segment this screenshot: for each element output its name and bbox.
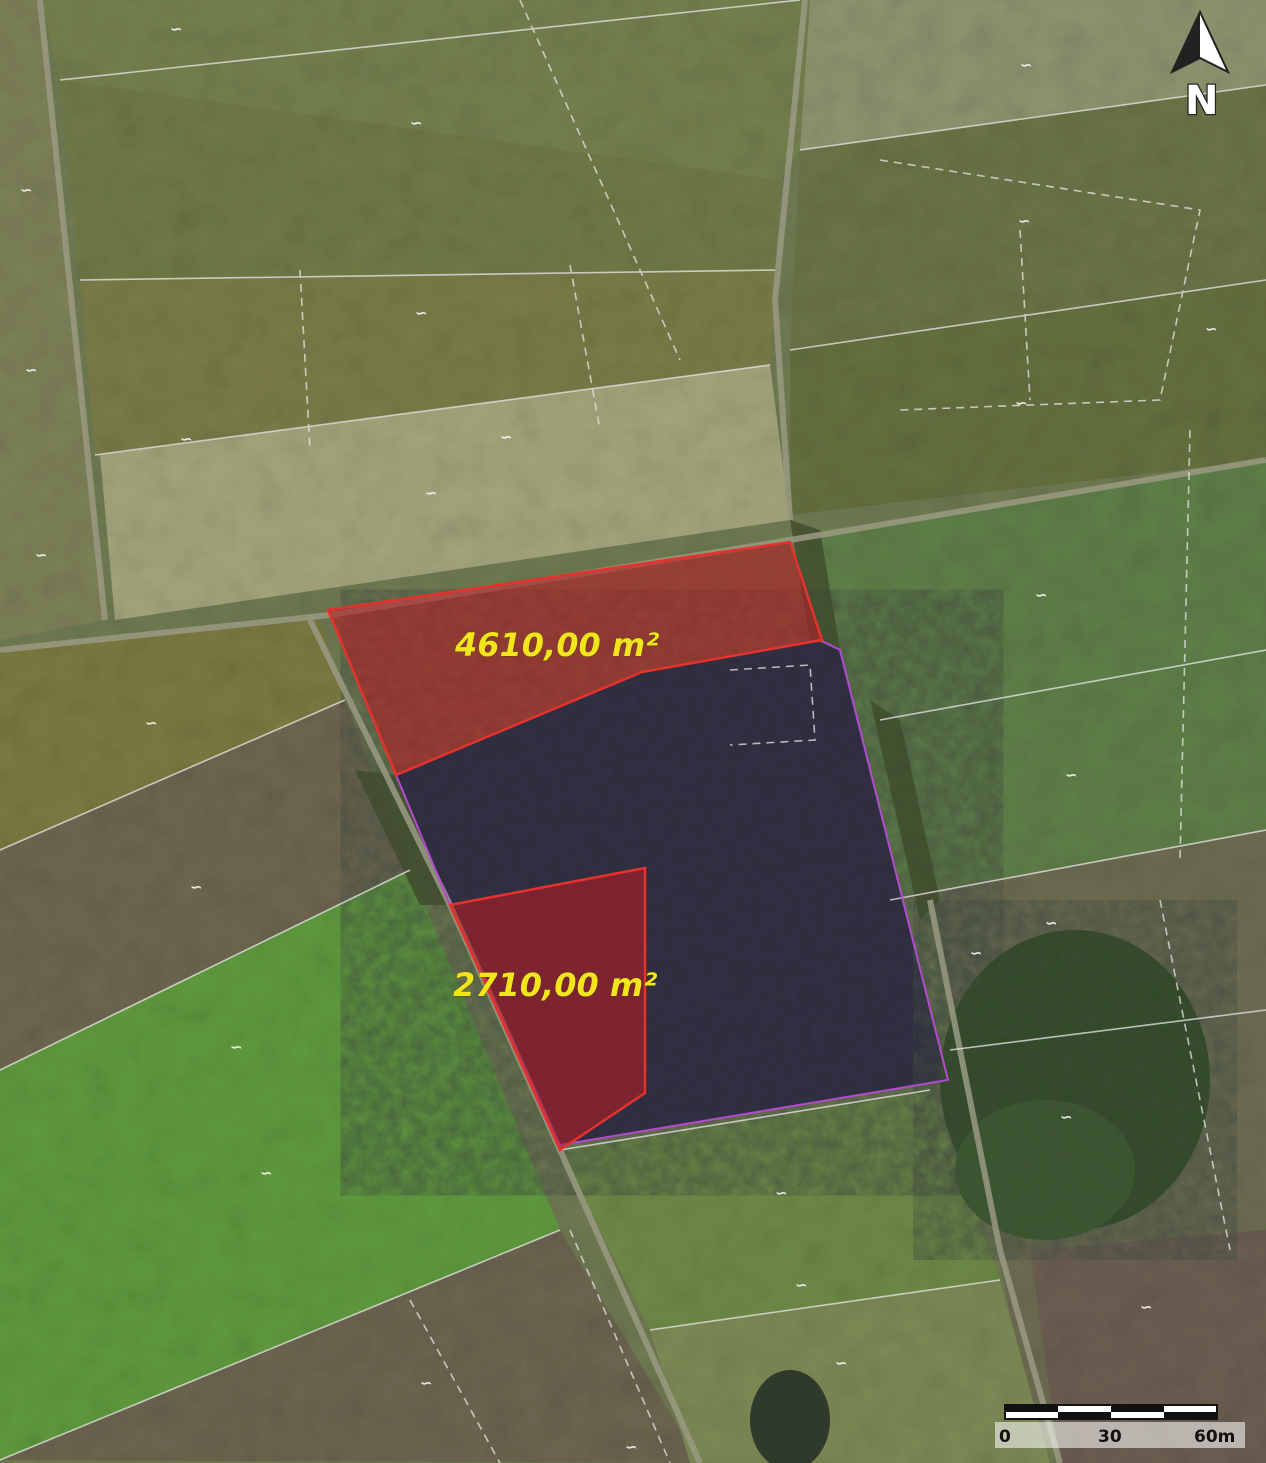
parcel-south-highlight[interactable] (448, 866, 647, 1152)
field-east-middle (790, 280, 1266, 515)
field-west-1 (0, 620, 345, 850)
parcel-north-highlight[interactable] (326, 540, 824, 777)
parcel-number-mark: ∽ (1045, 914, 1058, 932)
field-northeast (790, 85, 1266, 350)
parcel-number-mark: ∽ (1018, 212, 1031, 230)
parcel-number-mark: ∽ (190, 878, 203, 896)
parcel-number-mark: ∽ (835, 1354, 848, 1372)
parcel-number-mark: ∽ (170, 20, 183, 38)
field-west-strip (0, 0, 105, 640)
scale-bar: 0 30 60m (995, 1404, 1245, 1448)
parcel-number-mark: ∽ (420, 1374, 433, 1392)
parcel-number-mark: ∽ (625, 1438, 638, 1456)
field-east-green (810, 460, 1266, 900)
tree-lines (355, 520, 940, 920)
parcel-number-mark: ∽ (500, 428, 513, 446)
parcel-number-mark: ∽ (410, 114, 423, 132)
field-southwest-green (0, 870, 560, 1460)
parcel-number-mark: ∽ (1140, 1298, 1153, 1316)
field-north-2 (60, 80, 780, 280)
parcel-number-mark: ∽ (35, 546, 48, 564)
scale-label-60m: 60m (1194, 1427, 1235, 1447)
field-central (80, 270, 775, 455)
parcel-number-mark: ∽ (230, 1038, 243, 1056)
field-stubble (100, 365, 790, 620)
field-south-light (650, 1280, 1050, 1463)
north-arrow-letter: N (1185, 78, 1218, 124)
field-south-central (560, 1090, 1000, 1330)
parcel-number-mark: ∽ (1015, 394, 1028, 412)
parcel-number-mark: ∽ (425, 484, 438, 502)
field-south-brown (0, 1230, 700, 1463)
field-west-2 (0, 700, 410, 1070)
parcel-number-mark: ∽ (260, 1164, 273, 1182)
parcel-number-mark: ∽ (1035, 586, 1048, 604)
parcel-number-mark: ∽ (25, 361, 38, 379)
parcel-number-marks: ∽ ∽ ∽ ∽ ∽ ∽ ∽ ∽ ∽ ∽ ∽ ∽ ∽ ∽ ∽ ∽ ∽ ∽ ∽ ∽ … (20, 20, 1218, 1456)
parcel-number-mark: ∽ (20, 181, 33, 199)
scale-label-30: 30 (1098, 1427, 1122, 1447)
parcel-number-mark: ∽ (415, 304, 428, 322)
field-northeast-light (800, 0, 1266, 150)
tree-cluster (750, 930, 1210, 1463)
parcel-number-mark: ∽ (145, 714, 158, 732)
parcel-number-mark: ∽ (1205, 320, 1218, 338)
scale-label-0: 0 (999, 1427, 1011, 1447)
forest-area (396, 640, 948, 1145)
parcel-number-mark: ∽ (1020, 56, 1033, 74)
parcel-number-mark: ∽ (775, 1184, 788, 1202)
parcel-number-mark: ∽ (1060, 1108, 1073, 1126)
north-arrow-icon: N (1169, 9, 1231, 125)
parcel-number-mark: ∽ (970, 944, 983, 962)
parcel-number-mark: ∽ (180, 430, 193, 448)
area-label-south: 2710,00 m² (453, 966, 657, 1004)
parcel-number-mark: ∽ (1065, 766, 1078, 784)
area-label-north: 4610,00 m² (454, 626, 659, 664)
field-north-1 (40, 0, 810, 180)
parcel-number-mark: ∽ (795, 1276, 808, 1294)
